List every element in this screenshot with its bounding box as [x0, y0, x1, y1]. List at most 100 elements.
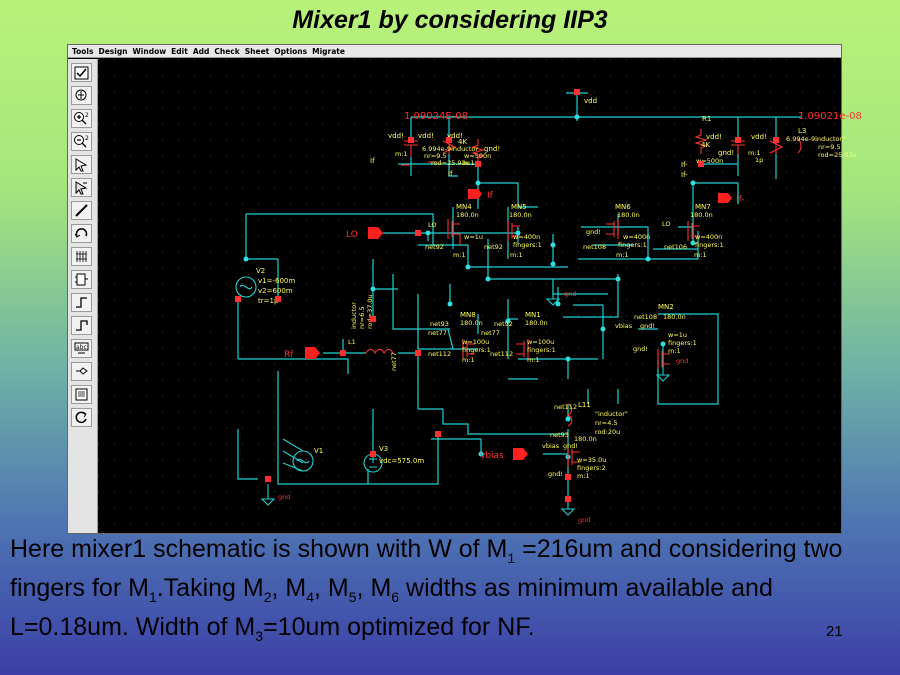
if-minus-output-pin[interactable]: If- — [718, 193, 745, 205]
sub-m4: 4 — [306, 589, 315, 605]
zoom-in-icon[interactable]: 2 — [71, 109, 92, 128]
menu-check[interactable]: Check — [214, 46, 240, 56]
mn6-gnd: gnd! — [586, 228, 601, 236]
v3-label: V3 — [379, 445, 388, 453]
mn5-m: m:1 — [510, 251, 523, 259]
sim-value-right: 1.09021e-08 — [798, 111, 862, 122]
menu-migrate[interactable]: Migrate — [312, 46, 345, 56]
slide-body-text: Here mixer1 schematic is shown with W of… — [10, 534, 882, 651]
l11-inductor — [566, 403, 573, 427]
l3-name: L3 — [798, 127, 806, 135]
canvas-grid — [98, 59, 841, 533]
property-icon[interactable] — [71, 362, 92, 381]
l1-label: L1 — [348, 338, 356, 346]
if-label-4: If- — [681, 171, 688, 179]
tool-palette: 2 2 abc — [68, 59, 98, 533]
pin-icon[interactable] — [71, 293, 92, 312]
checkbox-icon[interactable] — [71, 63, 92, 82]
gnd-symbol-mid — [545, 291, 561, 306]
menu-add[interactable]: Add — [192, 46, 210, 56]
redraw-icon[interactable] — [71, 408, 92, 427]
gnd-label-1: gnd! — [484, 145, 500, 153]
net112-label-b: net112 — [490, 350, 513, 358]
mn5-w: w=400n — [513, 233, 540, 241]
net106-label: net106 — [664, 243, 687, 251]
net92-label-c: net92 — [494, 320, 513, 328]
mn3-gnd2: gnd! — [548, 470, 563, 478]
body-text-5: , M — [314, 574, 349, 602]
v2-tr: tr=1p — [258, 297, 279, 305]
mn7-w: w=400n — [695, 233, 722, 241]
if-label-2: If — [448, 170, 453, 178]
instance-icon[interactable] — [71, 270, 92, 289]
slide-number: 21 — [826, 623, 843, 640]
mn4-w: w=1u — [464, 233, 483, 241]
l11-text: "inductor" — [595, 410, 628, 418]
menu-bar: Tools Design Window Edit Add Check Sheet… — [68, 45, 841, 58]
mn7-lo: LO — [662, 220, 671, 228]
vdd-label-4: vdd! — [706, 133, 722, 141]
ifm-pin-label: If- — [736, 195, 745, 205]
if-output-pin[interactable]: If — [468, 189, 494, 201]
net77-label-a: net77 — [428, 329, 447, 337]
sub-m1-a: 1 — [507, 550, 516, 566]
schematic-canvas[interactable]: vdd vdd! vdd! vdd! 4K 6.994e-9inductor n… — [98, 59, 862, 533]
l3-rod: rod=25.93u — [818, 151, 857, 159]
menu-tools[interactable]: Tools — [72, 46, 94, 56]
undo-icon[interactable] — [71, 224, 92, 243]
net108-label-a: net108 — [583, 243, 606, 251]
rf-input-pin[interactable]: Rf — [284, 347, 320, 360]
v1-rf-source — [282, 438, 314, 472]
l2-text: 6.994e-9inductor — [422, 145, 478, 153]
menu-design[interactable]: Design — [98, 46, 128, 56]
mn2-m: m:1 — [668, 347, 681, 355]
lo-input-pin[interactable]: LO — [346, 227, 383, 240]
wire-icon[interactable] — [71, 201, 92, 220]
mn6-w: w=400n — [623, 233, 650, 241]
label-icon[interactable]: abc — [71, 339, 92, 358]
mn5-label: MN5 — [511, 203, 527, 211]
l3-text: 6.994e-9inductor" — [786, 135, 845, 143]
gnd-label-2: gnd! — [718, 149, 734, 157]
mn8-m: m:1 — [462, 356, 475, 364]
menu-sheet[interactable]: Sheet — [244, 46, 270, 56]
zoom-out-icon[interactable]: 2 — [71, 132, 92, 151]
vdd-label-5: vdd! — [751, 133, 767, 141]
mn4-len: 180.0n — [456, 211, 479, 219]
lo-pin-label: LO — [346, 230, 358, 240]
body-text-1: Here mixer1 schematic is shown with W of… — [10, 535, 508, 563]
rf-pin-label: Rf — [284, 350, 294, 360]
l11-rod: rod:20u — [595, 428, 620, 436]
menu-edit[interactable]: Edit — [171, 46, 188, 56]
zoom-fit-icon[interactable] — [71, 86, 92, 105]
save-icon[interactable] — [71, 385, 92, 404]
gnd-mn2-label: gnd — [676, 357, 688, 365]
mn2-gnd2: gnd! — [633, 345, 648, 353]
stretch-icon[interactable] — [71, 178, 92, 197]
mixer-transistors — [447, 219, 700, 245]
bus-icon[interactable] — [71, 247, 92, 266]
mn2-label: MN2 — [658, 303, 674, 311]
menu-window[interactable]: Window — [132, 46, 167, 56]
body-text-2: =216um and considering two fingers for M — [10, 535, 843, 602]
menu-options[interactable]: Options — [274, 46, 308, 56]
gnd-bottom-left: gnd — [278, 493, 290, 501]
mn1-m: m:1 — [527, 356, 540, 364]
pin-alt-icon[interactable] — [71, 316, 92, 335]
l1-inductor — [365, 348, 394, 355]
r1-label: R1 — [702, 115, 711, 123]
mn7-len: 180.0n — [690, 211, 713, 219]
select-icon[interactable] — [71, 155, 92, 174]
mn3-gnd: gnd! — [563, 442, 578, 450]
vbias-input-pin[interactable]: vbias — [480, 448, 528, 461]
c-m-left: m:1 — [395, 150, 408, 158]
mn3-transistor — [567, 447, 580, 467]
if-label-3: If- — [681, 161, 688, 169]
mn6-fingers: fingers:1 — [618, 241, 647, 249]
net112-label-c: net112 — [554, 403, 577, 411]
gnd-symbols-bottom — [260, 484, 576, 516]
net92-label-a: net92 — [425, 243, 444, 251]
net112-label-a: net112 — [428, 350, 451, 358]
mn7-m: m:1 — [694, 251, 707, 259]
slide-title: Mixer1 by considering IIP3 — [292, 6, 608, 34]
